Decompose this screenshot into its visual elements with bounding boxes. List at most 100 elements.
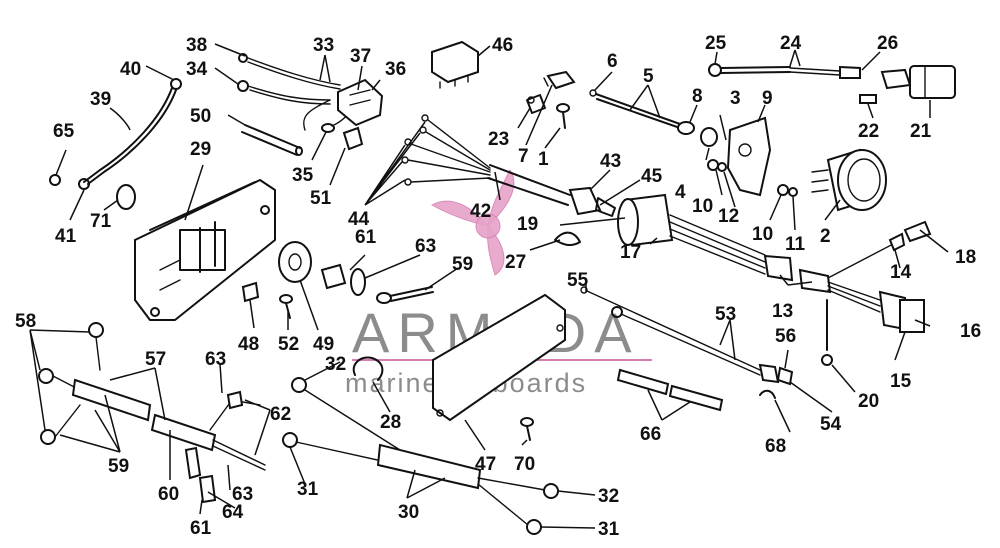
- callout-60: 60: [158, 484, 179, 505]
- callout-70: 70: [514, 454, 535, 475]
- sleeve-51: [342, 126, 364, 151]
- screw-52: [279, 294, 293, 319]
- callout-48: 48: [238, 334, 259, 355]
- sender-43: [568, 186, 616, 217]
- switch-7: [543, 70, 576, 90]
- callout-63-b: 63: [232, 484, 253, 505]
- callout-24: 24: [780, 33, 802, 54]
- cable-24: [708, 63, 861, 79]
- wires-44: [401, 114, 571, 206]
- harness-57: [38, 322, 152, 445]
- bolt-59: [376, 286, 434, 304]
- callout-12: 12: [718, 206, 739, 227]
- callout-51: 51: [310, 188, 332, 209]
- callout-23: 23: [488, 129, 509, 150]
- callout-28: 28: [380, 412, 401, 433]
- bushing-4: [700, 127, 718, 147]
- callout-29: 29: [190, 139, 211, 160]
- bracket-23: [526, 94, 546, 114]
- nut-10a: [707, 159, 719, 171]
- nut-10b: [777, 184, 789, 196]
- callout-47: 47: [475, 454, 496, 475]
- callout-59-b: 59: [108, 456, 129, 477]
- callout-10-a: 10: [692, 196, 713, 217]
- callout-36: 36: [385, 59, 406, 80]
- callout-42: 42: [470, 201, 491, 222]
- washer-71: [116, 184, 136, 210]
- callout-27: 27: [505, 252, 526, 273]
- clip-68: [759, 389, 776, 399]
- callout-4: 4: [675, 182, 686, 203]
- cable-53: [580, 286, 794, 386]
- pin-22: [859, 94, 877, 104]
- callout-35: 35: [292, 165, 314, 186]
- callout-37: 37: [350, 46, 371, 67]
- callout-11: 11: [785, 234, 806, 255]
- callout-32-a: 32: [325, 354, 346, 375]
- callout-25: 25: [705, 33, 727, 54]
- callout-53: 53: [715, 304, 736, 325]
- horn-17: [617, 193, 674, 247]
- callout-numbers: 40 39 65 41 71 29 38 34 33 37 36 46 50 3…: [15, 33, 981, 540]
- callout-56: 56: [775, 326, 796, 347]
- screw-70: [520, 417, 534, 441]
- callout-16: 16: [960, 321, 981, 342]
- callout-20: 20: [858, 391, 879, 412]
- callout-54: 54: [820, 414, 842, 435]
- callout-71: 71: [90, 211, 112, 232]
- callout-17: 17: [620, 242, 641, 263]
- spacer-61: [320, 263, 347, 290]
- harness-33: [237, 53, 341, 131]
- callout-43: 43: [600, 151, 621, 172]
- tubes-66: [616, 368, 724, 412]
- callout-26: 26: [877, 33, 898, 54]
- callout-9: 9: [762, 88, 773, 109]
- washer-63: [350, 268, 366, 296]
- callout-58: 58: [15, 311, 36, 332]
- callout-8: 8: [692, 86, 703, 107]
- rod-50: [241, 124, 303, 156]
- plate-47: [432, 293, 566, 422]
- callout-44: 44: [348, 209, 370, 230]
- callout-13: 13: [772, 301, 793, 322]
- callout-33: 33: [313, 35, 334, 56]
- callout-64: 64: [222, 502, 244, 523]
- callout-61-a: 61: [355, 227, 377, 248]
- callout-15: 15: [890, 371, 912, 392]
- wire-14: [827, 220, 932, 279]
- clip-27: [554, 231, 581, 247]
- callout-18: 18: [955, 247, 976, 268]
- callout-68: 68: [765, 436, 786, 457]
- cable-5: [589, 89, 695, 135]
- callout-63-a: 63: [415, 236, 436, 257]
- callout-14: 14: [890, 262, 912, 283]
- callout-57: 57: [145, 349, 166, 370]
- relay-46: [431, 40, 479, 89]
- callout-50: 50: [190, 106, 211, 127]
- clamp-28: [352, 356, 384, 381]
- screw-1: [556, 103, 570, 129]
- harness-15: [669, 214, 925, 333]
- callout-1: 1: [538, 149, 549, 170]
- ground-strap-39: [49, 78, 182, 190]
- callout-52: 52: [278, 334, 299, 355]
- callout-49: 49: [313, 334, 334, 355]
- gauge-2: [811, 148, 887, 212]
- callout-39: 39: [90, 89, 111, 110]
- bracket-9: [726, 116, 772, 197]
- terminal-20: [821, 299, 833, 366]
- callout-3: 3: [730, 88, 741, 109]
- callout-21: 21: [910, 121, 932, 142]
- callout-45: 45: [641, 166, 663, 187]
- callout-30: 30: [398, 502, 419, 523]
- callout-31-a: 31: [297, 479, 319, 500]
- callout-61-b: 61: [190, 518, 212, 539]
- callout-59-a: 59: [452, 254, 473, 275]
- callout-31-b: 31: [598, 519, 620, 540]
- callout-5: 5: [643, 66, 654, 87]
- callout-65: 65: [53, 121, 75, 142]
- callout-38: 38: [186, 35, 207, 56]
- callout-34: 34: [186, 59, 208, 80]
- harness-30: [282, 377, 559, 535]
